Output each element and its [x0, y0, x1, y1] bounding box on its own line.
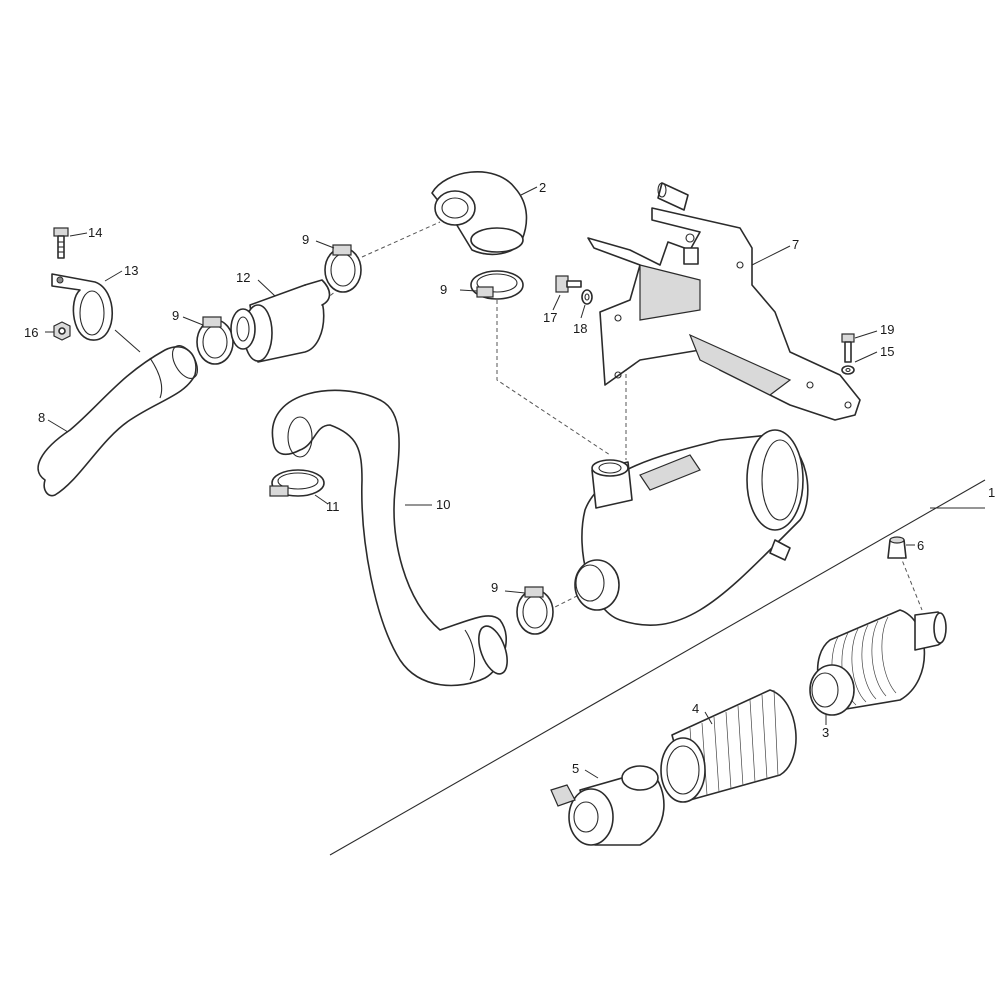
- end-cap-5: [550, 765, 665, 846]
- callout-8: 8: [38, 410, 45, 425]
- callout-9-lower: 9: [491, 580, 498, 595]
- callout-7: 7: [792, 237, 799, 252]
- p-clamp-13: [51, 273, 114, 341]
- callout-9-center: 9: [440, 282, 447, 297]
- washer-18: [581, 289, 593, 305]
- valve-cap-6: [887, 536, 907, 559]
- hose-clamp-9-left: [196, 316, 234, 365]
- dash-line-valve: [899, 554, 923, 611]
- dash-line-clamp-to-filter: [496, 300, 611, 456]
- nut-16: [53, 321, 71, 341]
- callout-9-upper: 9: [302, 232, 309, 247]
- callout-15: 15: [880, 344, 894, 359]
- callout-1: 1: [988, 485, 995, 500]
- assembly-divider-line: [329, 479, 986, 856]
- callout-11: 11: [326, 499, 340, 514]
- callout-12: 12: [236, 270, 250, 285]
- callout-9-left: 9: [172, 308, 179, 323]
- dash-line-elbow: [361, 221, 441, 258]
- hose-10: [271, 389, 508, 687]
- connector-12: [230, 279, 331, 363]
- filter-element-4: [660, 689, 797, 803]
- bolt-17: [555, 275, 582, 293]
- hose-clamp-9-lower: [516, 586, 554, 635]
- callout-18: 18: [573, 321, 587, 336]
- callout-2: 2: [539, 180, 546, 195]
- hose-8: [37, 345, 199, 497]
- hose-clamp-11: [269, 469, 325, 497]
- callout-16: 16: [24, 325, 38, 340]
- callout-4: 4: [692, 701, 699, 716]
- hose-clamp-9-upper: [324, 244, 362, 293]
- callout-6: 6: [917, 538, 924, 553]
- washer-15: [841, 365, 855, 375]
- hose-clamp-9-center: [470, 270, 524, 300]
- callout-10: 10: [436, 497, 450, 512]
- bracket-7: [587, 182, 861, 421]
- callout-3: 3: [822, 725, 829, 740]
- elbow-2: [431, 171, 528, 256]
- air-filter-housing: [574, 429, 809, 626]
- bellows-housing-3: [809, 609, 947, 716]
- callout-14: 14: [88, 225, 102, 240]
- bolt-19: [841, 333, 855, 363]
- callout-5: 5: [572, 761, 579, 776]
- callout-13: 13: [124, 263, 138, 278]
- callout-17: 17: [543, 310, 557, 325]
- callout-19: 19: [880, 322, 894, 337]
- bolt-14: [53, 227, 69, 259]
